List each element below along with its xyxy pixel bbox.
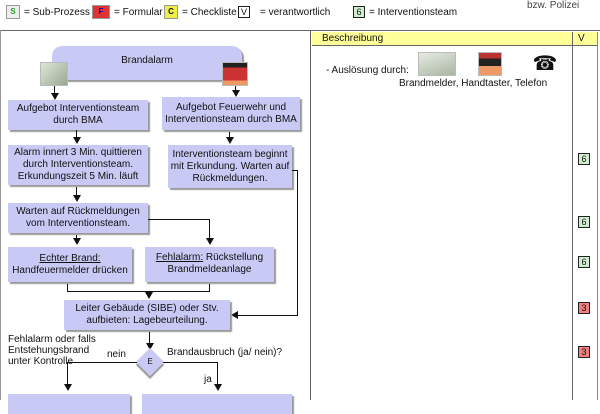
step-alert-team: Aufgebot Interventionsteam durch BMA [8,100,148,130]
decision-question: Brandausbruch (ja/ nein)? [167,347,283,358]
legend-label: = Formular [114,6,163,18]
legend-label: = Checkliste [182,6,237,18]
real-fire-action: Handfeuermelder drücken [12,264,128,276]
legend-label: = Interventionsteam [369,6,458,18]
header-responsible: V [578,33,585,44]
start-node: Brandalarm [52,46,242,80]
step-no-branch [8,394,130,414]
responsible-badge: 3 [578,302,590,314]
step-false-alarm: Fehlalarm: Rückstellung Brandmeldeanlage [145,247,274,282]
legend-label: = verantwortlich [260,6,331,18]
fire-alarm-button-icon [222,62,248,86]
smoke-detector-icon [418,52,456,76]
step-acknowledge: Alarm innert 3 Min. quittieren durch Int… [8,145,148,185]
step-exploration: Interventionsteam beginnt mit Erkundung.… [168,145,292,188]
responsible-badge: 6 [578,153,590,165]
legend-checklist: C = Checkliste [164,2,237,22]
responsible-badge: 6 [578,216,590,228]
yes-label: ja [204,374,212,385]
step-real-fire: Echter Brand:Handfeuermelder drücken [8,247,132,282]
legend-team: 6 = Interventionsteam [353,2,457,22]
step-alert-fire-brigade: Aufgebot Feuerwehr und Interventionsteam… [162,97,300,130]
legend-responsible: V = verantwortlich [238,2,330,22]
legend-subprocess: S = Sub-Prozess [6,2,90,22]
false-alarm-label: Fehlalarm: [155,252,204,263]
form-icon: F [92,5,110,19]
column-divider [572,32,573,400]
column-divider [597,32,598,400]
responsible-badge: 6 [578,256,590,268]
divider [310,30,311,400]
step-yes-branch [142,394,292,414]
false-alarm-action: Rückstellung Brandmeldeanlage [167,252,264,275]
no-label: nein [107,349,126,360]
legend-cut-text: bzw. Polizei [527,0,580,11]
smoke-detector-icon [40,62,68,86]
responsible-symbol: V [238,6,250,18]
fire-alarm-button-icon [478,52,502,76]
decision-label: E [147,357,153,366]
divider [0,30,600,31]
telephone-icon: ☎ [532,53,558,75]
header-description: Beschreibung [322,33,384,44]
legend-form: F = Formular [92,2,163,22]
step-wait-feedback: Warten auf Rückmeldungen vom Interventio… [8,203,148,233]
real-fire-label: Echter Brand: [39,252,101,264]
legend-label: = Sub-Prozess [24,6,90,18]
responsible-badge: 3 [578,346,590,358]
team-symbol: 6 [353,6,365,18]
checklist-icon: C [164,5,178,19]
subprocess-icon: S [6,5,20,19]
trigger-text: - Auslösung durch: [326,65,409,76]
divider [0,30,1,400]
decision-note: Fehlalarm oder falls Entstehungsbrand un… [8,334,96,367]
trigger-items: Brandmelder, Handtaster, Telefon [399,78,548,89]
table-header [312,32,598,46]
step-site-manager: Leiter Gebäude (SIBE) oder Stv. aufbiete… [64,300,230,330]
